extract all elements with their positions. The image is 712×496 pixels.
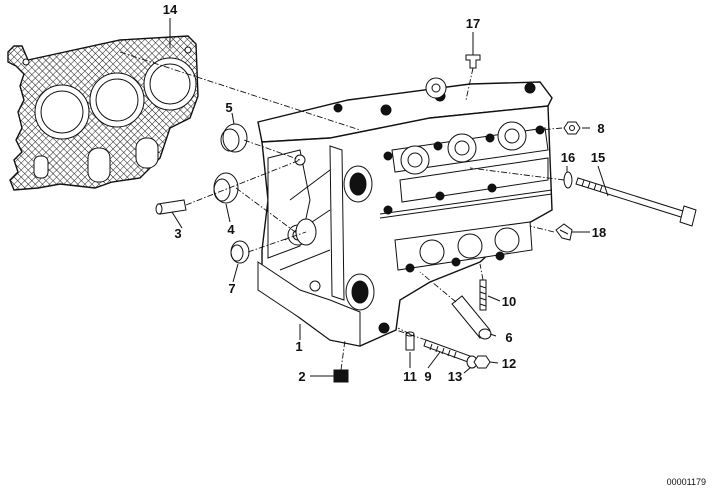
dowel-sleeve-part-3 [155, 199, 187, 215]
part-labels: 14 17 5 8 16 15 18 3 4 7 10 6 1 2 11 9 1… [163, 2, 606, 384]
camshaft-bearings-upper [391, 121, 549, 203]
screw-plug-part [465, 54, 481, 69]
part-label-16: 16 [561, 150, 575, 165]
clip-part [555, 223, 573, 241]
stud-bolt-part-9 [423, 339, 471, 363]
washer-part-16 [563, 171, 573, 189]
leader-lines [169, 18, 609, 377]
part-label-2: 2 [298, 369, 305, 384]
part-label-15: 15 [591, 150, 605, 165]
plug-part [333, 369, 349, 383]
shaft-seal-part-5 [220, 123, 248, 153]
nut-part-12 [473, 355, 491, 369]
part-label-3: 3 [174, 226, 181, 241]
part-label-12: 12 [502, 356, 516, 371]
part-label-8: 8 [597, 121, 604, 136]
head-fasteners [333, 77, 545, 334]
part-label-4: 4 [227, 222, 235, 237]
cylinder-head-part [257, 77, 553, 347]
document-id: 00001179 [667, 477, 706, 487]
part-label-18: 18 [592, 225, 606, 240]
part-label-1: 1 [295, 339, 302, 354]
part-label-9: 9 [424, 369, 431, 384]
part-label-7: 7 [228, 281, 235, 296]
part-label-6: 6 [505, 330, 512, 345]
nut-part-8 [563, 121, 581, 135]
part-label-11: 11 [403, 369, 417, 384]
part-label-17: 17 [466, 16, 480, 31]
part-label-5: 5 [225, 100, 232, 115]
part-label-14: 14 [163, 2, 178, 17]
part-label-13: 13 [448, 369, 462, 384]
guide-tube-part [451, 295, 492, 340]
stud-bolt-part-10 [479, 279, 487, 311]
cylinder-head-bolt-part [575, 177, 697, 227]
shaft-seal-part-4 [213, 172, 239, 204]
valve-row-lower [394, 221, 533, 271]
assembly-lines [119, 51, 565, 371]
head-gasket-part [7, 35, 199, 191]
shaft-seal-part-7 [230, 240, 250, 264]
part-label-10: 10 [502, 294, 516, 309]
